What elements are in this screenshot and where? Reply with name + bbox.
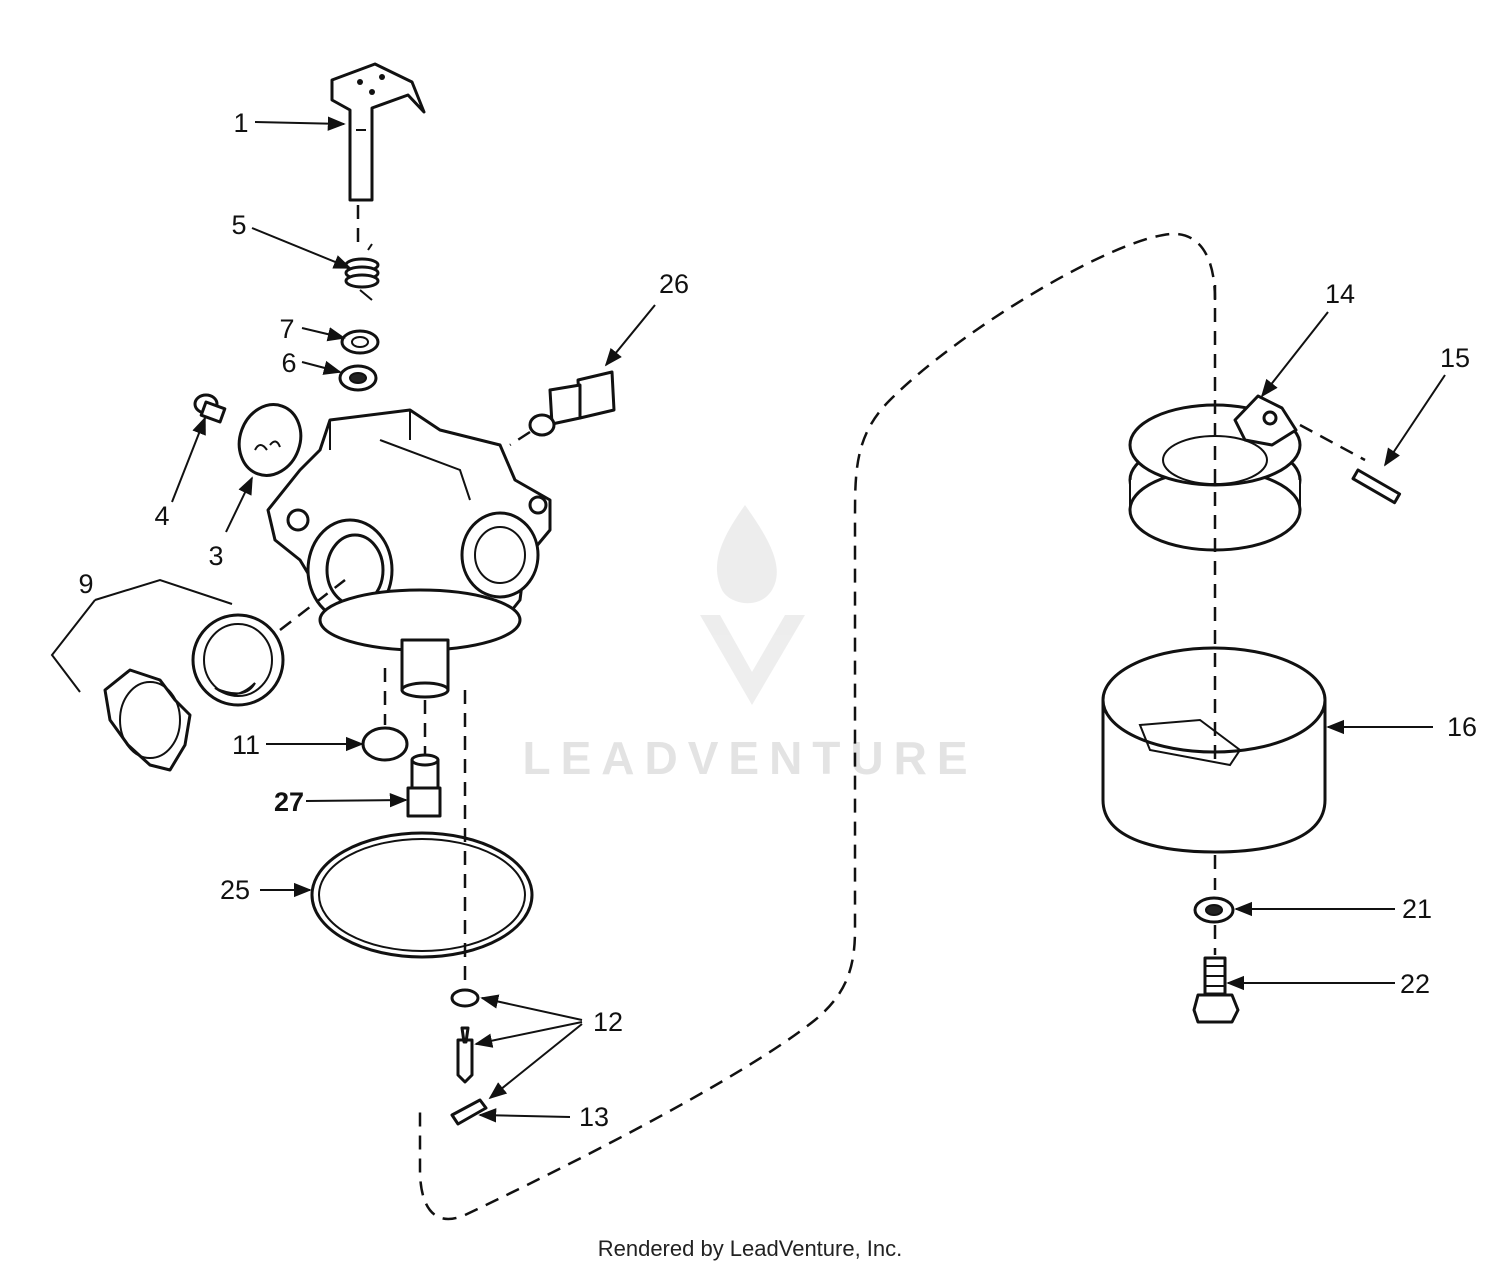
part-5-spring: [344, 243, 380, 301]
callout-21: 21: [1402, 894, 1432, 924]
part-26-solenoid: [509, 370, 616, 447]
callout-27: 27: [274, 787, 304, 817]
watermark-logo: [700, 505, 805, 705]
carburetor-body: [266, 408, 552, 699]
watermark-text: LEADVENTURE: [522, 732, 977, 784]
callout-14: 14: [1325, 279, 1355, 309]
callout-16: 16: [1447, 712, 1477, 742]
leader-lines: [50, 116, 1446, 1123]
callout-9: 9: [78, 569, 93, 599]
part-12-washer: [450, 988, 480, 1008]
part-12-needle: [456, 1026, 474, 1084]
callout-1: 1: [233, 108, 248, 138]
part-1-throttle-shaft: [330, 62, 426, 250]
part-13-clip: [450, 1098, 488, 1126]
callout-12: 12: [593, 1007, 623, 1037]
callout-labels: 1 5 7 6 4 3 9 11 27 25 12 13 26 14 15 16…: [78, 108, 1477, 1132]
part-3-throttle-plate: [237, 403, 303, 477]
callout-15: 15: [1440, 343, 1470, 373]
callout-7: 7: [279, 314, 294, 344]
part-27-nozzle: [406, 753, 442, 818]
callout-13: 13: [579, 1102, 609, 1132]
callout-11: 11: [232, 730, 260, 760]
part-7-seal: [340, 329, 380, 355]
callout-22: 22: [1400, 969, 1430, 999]
callout-5: 5: [231, 210, 246, 240]
part-11-plug: [361, 726, 409, 762]
callout-4: 4: [154, 501, 169, 531]
part-15-pin: [1351, 468, 1402, 505]
callout-26: 26: [659, 269, 689, 299]
part-4-screw: [193, 393, 227, 424]
callout-3: 3: [208, 541, 223, 571]
part-25-gasket-ring: [310, 831, 534, 959]
part-14-float: [1128, 394, 1302, 552]
footer-credit: Rendered by LeadVenture, Inc.: [597, 1236, 903, 1261]
callout-6: 6: [281, 348, 296, 378]
part-9-primer-bulb: [103, 579, 346, 772]
group-outline-dashed: [418, 232, 1217, 1221]
callout-25: 25: [220, 875, 250, 905]
part-22-bolt: [1192, 956, 1240, 1024]
